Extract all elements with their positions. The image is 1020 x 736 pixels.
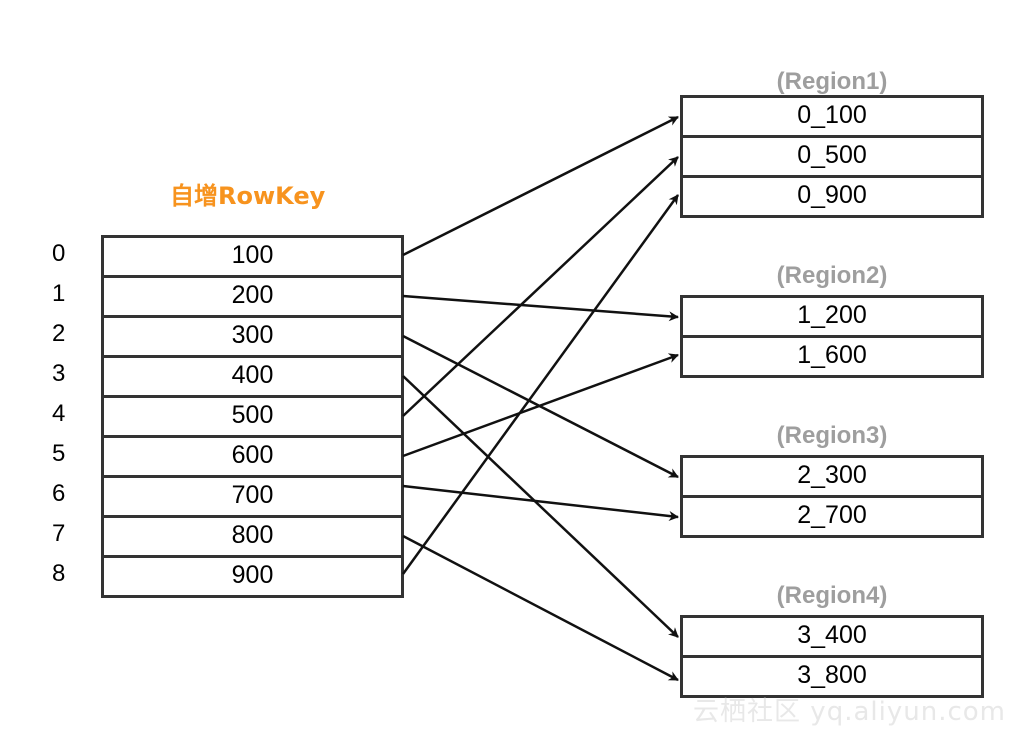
arrow-200	[402, 294, 679, 322]
arrow-100	[402, 115, 679, 257]
region-cell: 1_600	[680, 335, 984, 378]
region-label: (Region1)	[776, 68, 888, 95]
row-index: 2	[52, 320, 66, 347]
region-cell: 0_900	[680, 175, 984, 218]
region-label: (Region4)	[776, 582, 888, 609]
region-cell: 3_800	[680, 655, 984, 698]
region-cell: 2_300	[680, 455, 984, 498]
region-label: (Region2)	[776, 262, 888, 289]
row-index: 5	[52, 440, 66, 467]
row-index: 0	[52, 240, 66, 267]
row-index: 3	[52, 360, 66, 387]
row-index: 8	[52, 560, 66, 587]
region-cell: 2_700	[680, 495, 984, 538]
region-label: (Region3)	[776, 422, 888, 449]
rowkey-cell: 900	[101, 555, 404, 598]
row-index: 7	[52, 520, 66, 547]
rowkey-cell: 200	[101, 275, 404, 318]
arrow-700	[402, 484, 679, 521]
arrow-500	[402, 156, 679, 417]
watermark: 云栖社区 yq.aliyun.com	[693, 697, 1006, 727]
row-index: 6	[52, 480, 66, 507]
arrow-900	[401, 194, 680, 575]
row-index: 4	[52, 400, 66, 427]
row-index: 1	[52, 280, 66, 307]
arrow-600	[402, 353, 679, 458]
arrow-400	[402, 375, 679, 638]
rowkey-cell: 700	[101, 475, 404, 518]
diagram-title: 自增RowKey	[170, 182, 326, 210]
arrow-800	[402, 534, 679, 682]
